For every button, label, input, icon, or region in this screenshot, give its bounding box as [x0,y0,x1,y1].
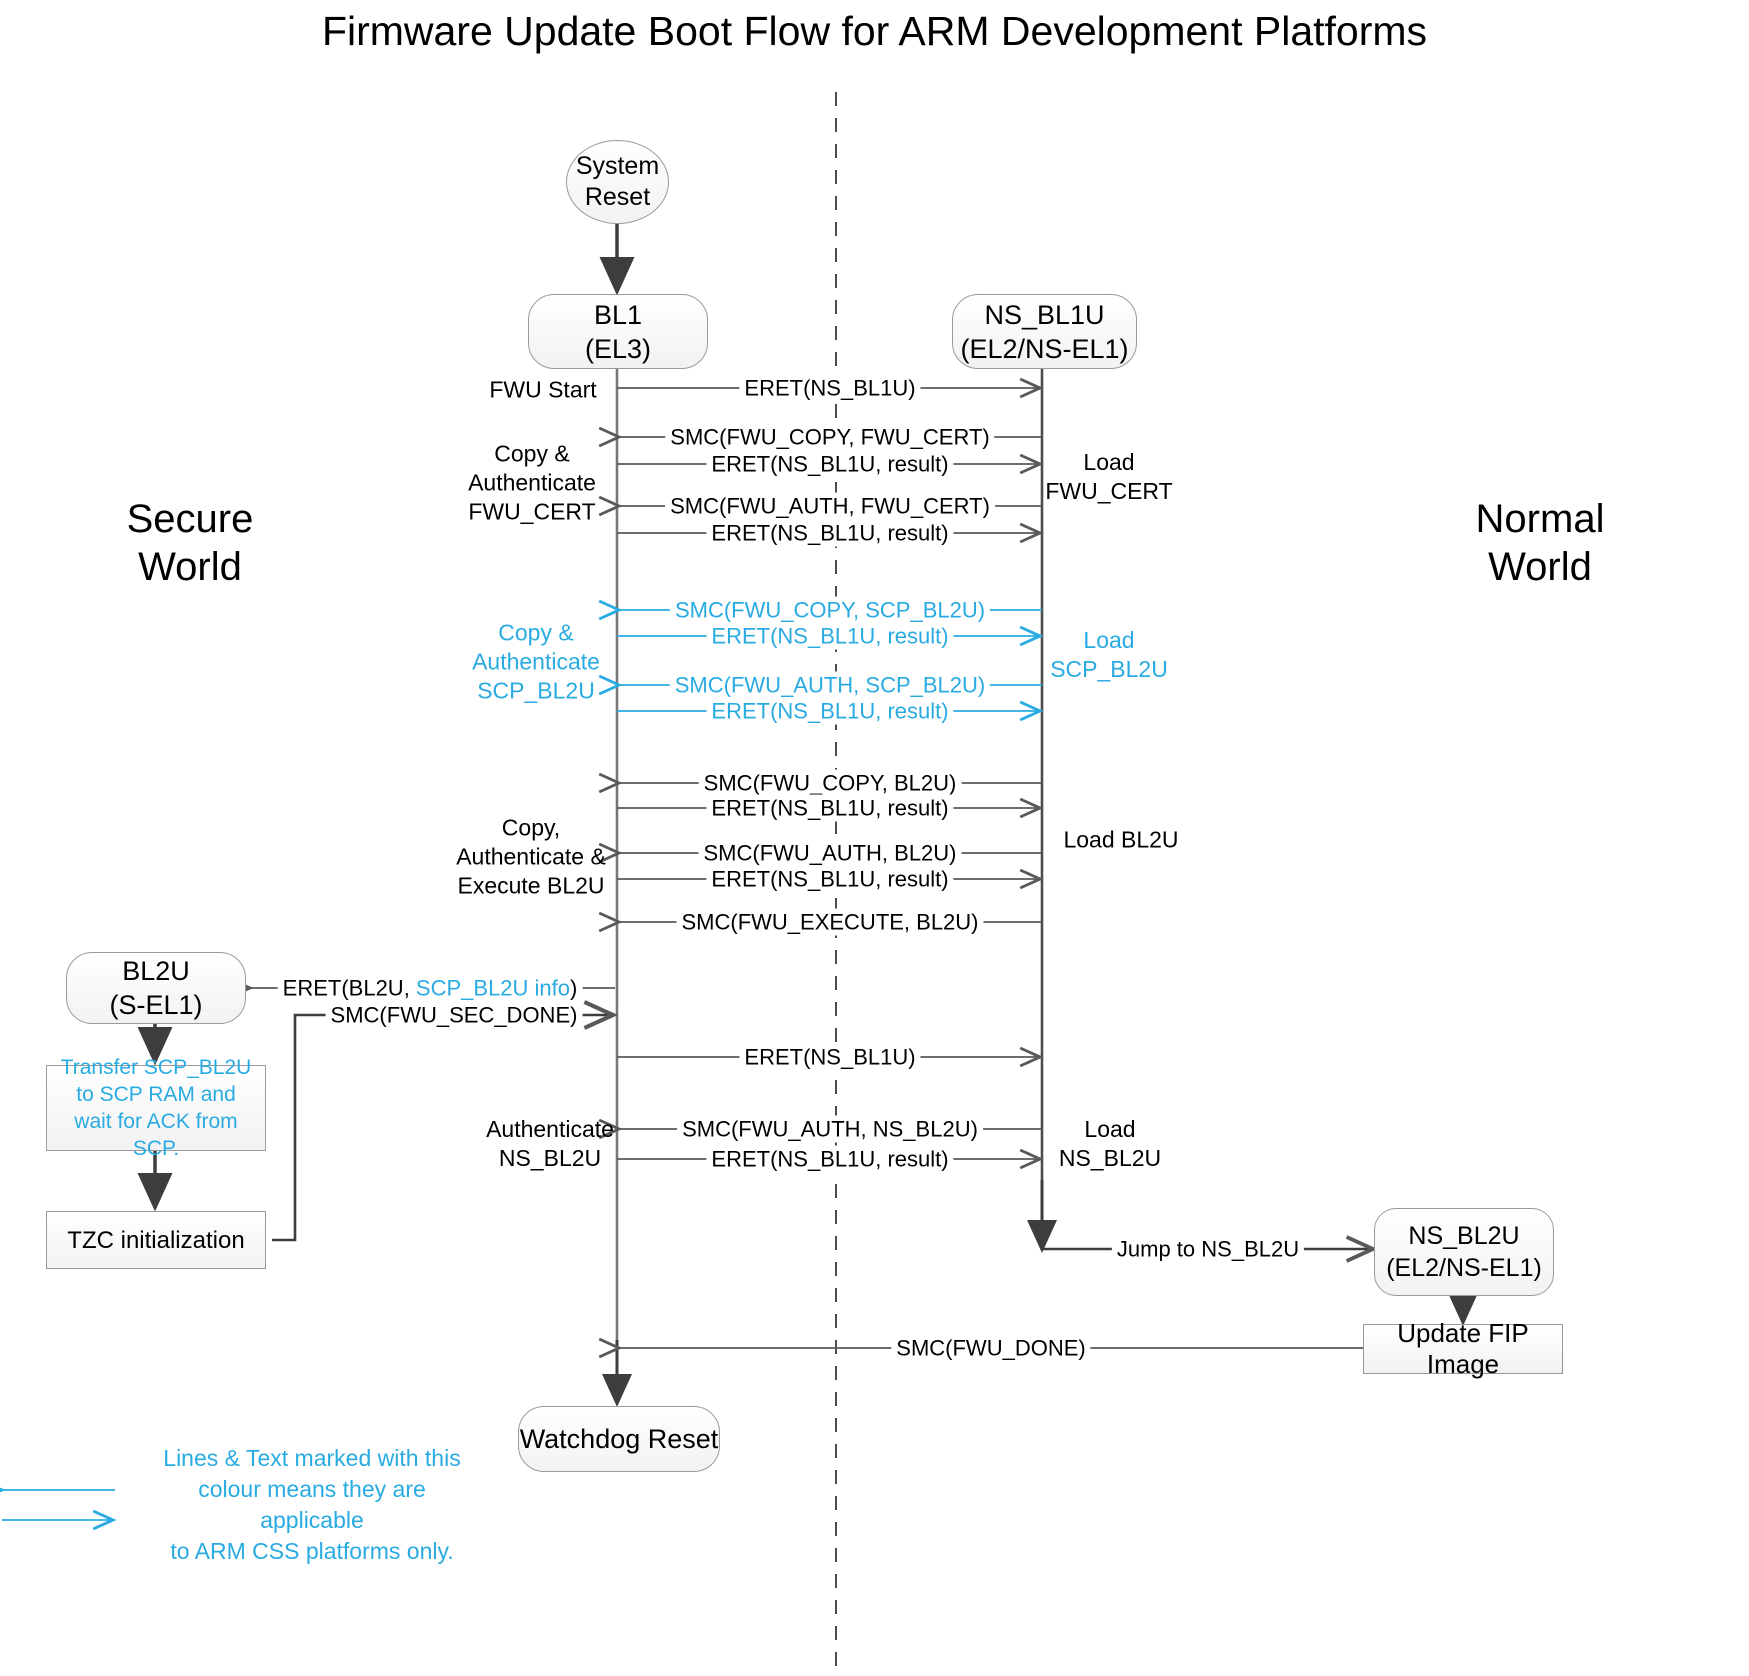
message-label-m16: ERET(NS_BL1U) [739,1043,921,1071]
side-note-copy-auth-exec-bl2u: Copy, Authenticate & Execute BL2U [456,814,606,899]
message-label-m6: SMC(FWU_COPY, SCP_BL2U) [669,596,991,624]
node-system-reset-line1: System [575,152,660,180]
node-ns-bl1u-line2: (EL2/NS-EL1) [960,333,1129,364]
message-label-m13: ERET(NS_BL1U, result) [706,865,954,893]
node-watchdog-reset[interactable]: Watchdog Reset [518,1406,720,1472]
message-label-m20: SMC(FWU_DONE) [891,1334,1091,1362]
side-note-load-bl2u: Load BL2U [1063,826,1179,853]
message-label-m7: ERET(NS_BL1U, result) [706,622,954,650]
message-label-m12: SMC(FWU_AUTH, BL2U) [698,839,962,867]
message-label-m5: ERET(NS_BL1U, result) [706,519,954,547]
eret-bl2u-cyan-part: SCP_BL2U info [415,975,571,1001]
node-bl2u[interactable]: BL2U (S-EL1) [66,952,246,1024]
node-tzc-initialization-text: TZC initialization [67,1226,245,1254]
message-label-m19: Jump to NS_BL2U [1111,1235,1305,1263]
side-note-authenticate-ns-bl2u: Authenticate NS_BL2U [486,1116,614,1171]
side-note-copy-auth-scp-bl2u: Copy & Authenticate SCP_BL2U [472,619,600,704]
node-transfer-scp-bl2u[interactable]: Transfer SCP_BL2U to SCP RAM and wait fo… [46,1056,266,1160]
node-update-fip-image[interactable]: Update FIP Image [1363,1318,1563,1379]
message-label-m11: ERET(NS_BL1U, result) [706,794,954,822]
message-label-m1: ERET(NS_BL1U) [739,374,921,402]
eret-bl2u-prefix: ERET(BL2U, [282,975,416,1001]
secure-world-label: Secure World [126,497,254,589]
side-note-load-fwu-cert: Load FWU_CERT [1045,449,1173,504]
node-bl2u-line1: BL2U [122,956,190,986]
node-tzc-initialization[interactable]: TZC initialization [46,1211,266,1269]
node-bl1-line2: (EL3) [584,333,652,364]
message-label-m14: SMC(FWU_EXECUTE, BL2U) [676,908,984,936]
page-title: Firmware Update Boot Flow for ARM Develo… [321,8,1428,54]
node-ns-bl2u[interactable]: NS_BL2U (EL2/NS-EL1) [1374,1208,1554,1296]
message-label-m10: SMC(FWU_COPY, BL2U) [698,769,962,797]
node-system-reset-line2: Reset [584,183,651,211]
node-ns-bl1u[interactable]: NS_BL1U (EL2/NS-EL1) [952,294,1137,369]
node-ns-bl2u-line2: (EL2/NS-EL1) [1386,1254,1542,1282]
message-label-m17: SMC(FWU_AUTH, NS_BL2U) [677,1115,983,1143]
message-label-eret-bl2u: ERET(BL2U, SCP_BL2U info) [277,974,583,1002]
node-bl1-line1: BL1 [593,299,643,330]
node-transfer-scp-bl2u-text: Transfer SCP_BL2U to SCP RAM and wait fo… [60,1056,252,1160]
normal-world-label: Normal World [1475,497,1605,589]
message-label-m9: ERET(NS_BL1U, result) [706,697,954,725]
message-label-m3: ERET(NS_BL1U, result) [706,450,954,478]
side-note-copy-auth-fwu-cert: Copy & Authenticate FWU_CERT [468,440,596,525]
node-ns-bl1u-line1: NS_BL1U [984,299,1105,330]
eret-bl2u-suffix: ) [570,975,578,1001]
message-label-m8: SMC(FWU_AUTH, SCP_BL2U) [669,671,991,699]
node-system-reset[interactable]: System Reset [566,140,669,224]
node-watchdog-reset-text: Watchdog Reset [519,1424,719,1454]
node-bl2u-line2: (S-EL1) [109,990,203,1020]
side-note-load-scp-bl2u: Load SCP_BL2U [1050,627,1168,682]
node-update-fip-image-text: Update FIP Image [1397,1318,1529,1379]
message-label-m2: SMC(FWU_COPY, FWU_CERT) [665,423,995,451]
legend-description: Lines & Text marked with this colour mea… [163,1445,461,1564]
message-label-m18: ERET(NS_BL1U, result) [706,1145,954,1173]
node-ns-bl2u-line1: NS_BL2U [1408,1222,1520,1250]
node-bl1[interactable]: BL1 (EL3) [528,294,708,369]
message-label-m15: SMC(FWU_SEC_DONE) [325,1001,583,1029]
side-note-load-ns-bl2u: Load NS_BL2U [1058,1116,1162,1171]
message-label-m4: SMC(FWU_AUTH, FWU_CERT) [665,492,995,520]
side-note-fwu-start: FWU Start [489,376,597,403]
